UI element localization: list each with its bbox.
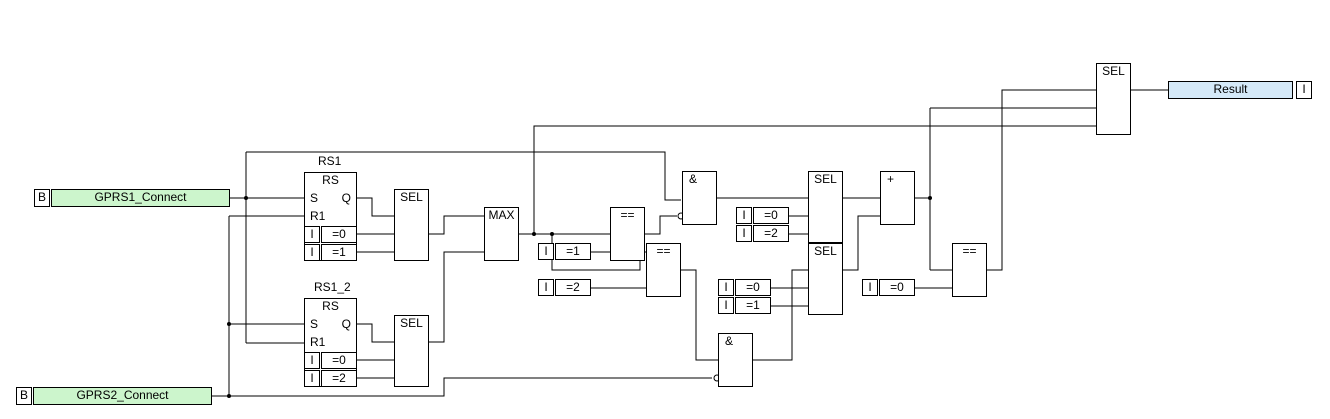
and-title: &: [689, 172, 698, 186]
eq-block[interactable]: ==: [646, 243, 681, 297]
sel-title: SEL: [814, 244, 837, 258]
const-value[interactable]: =1: [735, 297, 771, 314]
const-type: I: [304, 244, 320, 261]
rs1-pin-r1: R1: [310, 209, 326, 223]
const-value[interactable]: =2: [321, 370, 357, 387]
rs1-2-type: RS: [322, 299, 339, 313]
gprs2-type-box: B: [16, 387, 32, 405]
rs1-type: RS: [322, 173, 339, 187]
eq-title: ==: [962, 244, 977, 258]
sel-block[interactable]: SEL: [808, 171, 843, 243]
sel-block[interactable]: SEL: [394, 315, 429, 387]
sel-title: SEL: [400, 190, 423, 204]
result-type-box: I: [1296, 81, 1312, 99]
const-value[interactable]: =2: [555, 279, 591, 296]
const-type: I: [862, 279, 878, 296]
gprs1-type-box: B: [34, 189, 50, 207]
const-value[interactable]: =0: [321, 226, 357, 243]
max-title: MAX: [488, 208, 515, 222]
eq-block[interactable]: ==: [952, 243, 987, 297]
rs1-2-pin-s: S: [310, 317, 319, 331]
and-block[interactable]: &: [682, 171, 717, 225]
sel-title: SEL: [400, 316, 423, 330]
eq-block[interactable]: ==: [610, 207, 645, 261]
and-block[interactable]: &: [718, 333, 753, 387]
gprs2-connect-variable[interactable]: GPRS2_Connect: [33, 387, 212, 405]
add-title: +: [887, 172, 895, 186]
eq-title: ==: [656, 244, 671, 258]
const-value[interactable]: =0: [753, 207, 789, 224]
const-value[interactable]: =1: [321, 244, 357, 261]
sel-title: SEL: [1102, 64, 1125, 78]
result-variable[interactable]: Result: [1168, 81, 1293, 99]
const-type: I: [304, 352, 320, 369]
rs1-instance-name: RS1: [318, 154, 342, 168]
gprs1-connect-variable[interactable]: GPRS1_Connect: [51, 189, 230, 207]
sel-block[interactable]: SEL: [1096, 63, 1131, 135]
const-value[interactable]: =2: [753, 225, 789, 242]
and-title: &: [725, 334, 734, 348]
const-type: I: [736, 225, 752, 242]
const-value[interactable]: =0: [321, 352, 357, 369]
rs1-pin-q: Q: [341, 191, 351, 205]
const-type: I: [538, 243, 554, 260]
sel-title: SEL: [814, 172, 837, 186]
const-type: I: [718, 297, 734, 314]
rs1-2-pin-q: Q: [341, 317, 351, 331]
eq-title: ==: [620, 208, 635, 222]
const-value[interactable]: =0: [735, 279, 771, 296]
const-type: I: [538, 279, 554, 296]
max-block[interactable]: MAX: [484, 207, 519, 261]
add-block[interactable]: +: [880, 171, 915, 225]
const-type: I: [736, 207, 752, 224]
rs1-2-instance-name: RS1_2: [314, 280, 351, 294]
const-value[interactable]: =0: [879, 279, 915, 296]
sel-block[interactable]: SEL: [808, 243, 843, 315]
const-type: I: [304, 226, 320, 243]
rs1-2-pin-r1: R1: [310, 335, 326, 349]
const-value[interactable]: =1: [555, 243, 591, 260]
const-type: I: [304, 370, 320, 387]
sel-block[interactable]: SEL: [394, 189, 429, 261]
const-type: I: [718, 279, 734, 296]
rs1-pin-s: S: [310, 191, 319, 205]
